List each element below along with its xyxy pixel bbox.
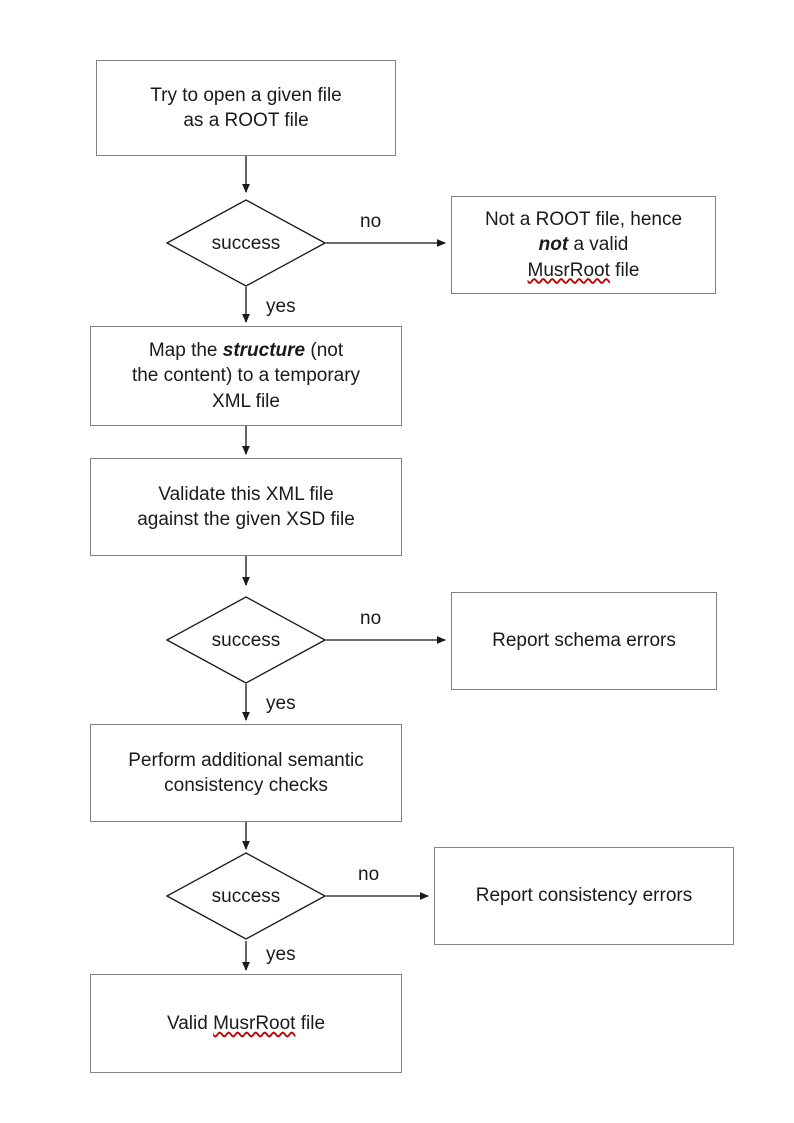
node-report-consistency-errors-text: Report consistency errors bbox=[475, 885, 693, 907]
node-map-structure-line3: XML file bbox=[212, 390, 280, 412]
edge-label-no-3: no bbox=[358, 864, 380, 885]
node-validate-xml: Validate this XML file against the given… bbox=[90, 458, 402, 556]
node-not-root-file-text: Not a ROOT file, hence not a valid MusrR… bbox=[460, 207, 707, 283]
node-not-root-file: Not a ROOT file, hence not a valid MusrR… bbox=[451, 196, 716, 294]
node-valid-file-musrroot-term: MusrRoot bbox=[213, 1012, 296, 1034]
node-decision-schema-success-label: success bbox=[211, 629, 281, 651]
node-valid-file-post: file bbox=[295, 1012, 326, 1034]
node-semantic-checks: Perform additional semantic consistency … bbox=[90, 724, 402, 822]
edge-label-yes-2: yes bbox=[266, 693, 296, 714]
node-report-schema-errors: Report schema errors bbox=[451, 592, 717, 690]
diamond-shape-1 bbox=[166, 199, 326, 287]
edge-label-yes-1: yes bbox=[266, 296, 296, 317]
node-report-consistency-errors: Report consistency errors bbox=[434, 847, 734, 945]
node-semantic-checks-text: Perform additional semantic consistency … bbox=[99, 748, 393, 799]
node-semantic-checks-line2: consistency checks bbox=[164, 775, 328, 796]
node-decision-open-success-label: success bbox=[211, 232, 281, 254]
node-map-structure-text: Map the structure (not the content) to a… bbox=[99, 338, 393, 414]
diamond-shape-3 bbox=[166, 852, 326, 940]
node-not-root-line3-rest: file bbox=[609, 259, 640, 281]
node-not-root-line1: Not a ROOT file, hence bbox=[484, 209, 683, 231]
diamond-shape-2 bbox=[166, 596, 326, 684]
node-valid-file-pre: Valid bbox=[166, 1012, 214, 1034]
node-open-file-line1: Try to open a given file bbox=[150, 84, 342, 106]
node-semantic-checks-line1: Perform additional semantic bbox=[128, 749, 364, 771]
node-validate-xml-line1: Validate this XML file bbox=[158, 483, 334, 505]
node-map-structure-line2: the content) to a temporary bbox=[131, 365, 361, 387]
node-decision-open-success: success bbox=[166, 199, 326, 287]
node-open-file-line2: as a ROOT file bbox=[183, 110, 309, 131]
node-not-root-emphasis: not bbox=[538, 234, 569, 256]
node-map-structure: Map the structure (not the content) to a… bbox=[90, 326, 402, 426]
edge-label-no-1: no bbox=[360, 211, 382, 232]
edge-label-yes-3: yes bbox=[266, 944, 296, 965]
node-decision-consistency-success: success bbox=[166, 852, 326, 940]
node-report-schema-errors-text: Report schema errors bbox=[492, 630, 676, 652]
node-map-structure-line1-pre: Map the bbox=[148, 340, 223, 362]
node-validate-xml-text: Validate this XML file against the given… bbox=[99, 482, 393, 533]
node-valid-musrroot-file: Valid MusrRoot file bbox=[90, 974, 402, 1073]
node-decision-consistency-success-label: success bbox=[211, 885, 281, 907]
edge-label-no-2: no bbox=[360, 608, 382, 629]
node-decision-schema-success: success bbox=[166, 596, 326, 684]
node-not-root-line2-rest: a valid bbox=[568, 234, 629, 256]
node-map-structure-line1-post: (not bbox=[305, 340, 344, 362]
node-open-file-text: Try to open a given file as a ROOT file bbox=[105, 83, 387, 134]
node-validate-xml-line2: against the given XSD file bbox=[137, 509, 355, 530]
node-map-structure-emphasis: structure bbox=[222, 340, 306, 362]
node-open-file: Try to open a given file as a ROOT file bbox=[96, 60, 396, 156]
node-valid-musrroot-file-text: Valid MusrRoot file bbox=[99, 1011, 393, 1036]
node-not-root-musrroot-term: MusrRoot bbox=[527, 259, 610, 281]
